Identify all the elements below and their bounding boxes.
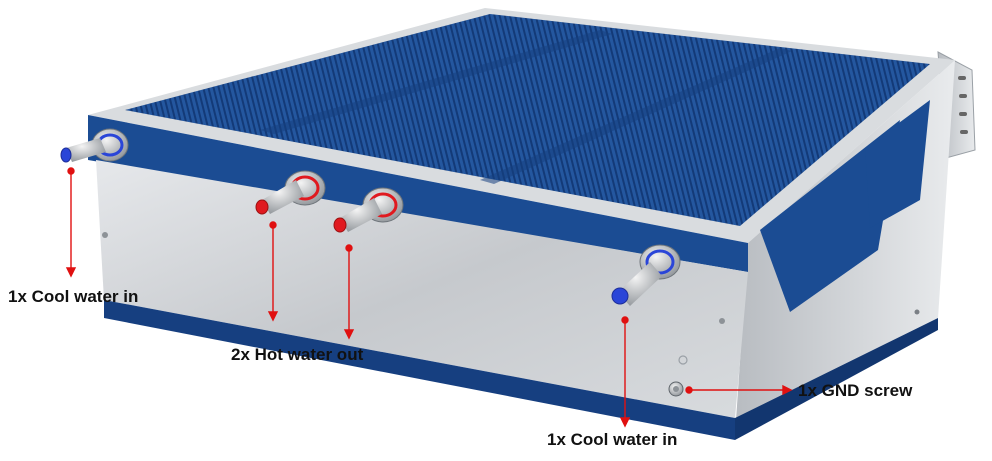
- bottom-base: [104, 300, 735, 440]
- heatsink-top: [88, 8, 955, 243]
- callout-gnd-screw: 1x GND screw: [798, 381, 913, 400]
- panel-screws: [102, 232, 725, 365]
- callout-cool-water-in-left: 1x Cool water in: [8, 287, 138, 306]
- cool-water-coupling-right: [611, 244, 681, 306]
- cool-water-coupling-left: [60, 128, 129, 163]
- hot-water-coupling-1: [255, 170, 326, 215]
- callout-hot-water-out: 2x Hot water out: [231, 345, 364, 364]
- gnd-screw-icon: [668, 381, 684, 397]
- callout-cool-water-in-right: 1x Cool water in: [547, 430, 677, 449]
- leader-lines: [65, 167, 793, 428]
- hot-water-coupling-2: [333, 187, 404, 233]
- front-panel: [96, 160, 748, 418]
- front-blue-band: [88, 115, 748, 272]
- side-panel: [735, 60, 955, 435]
